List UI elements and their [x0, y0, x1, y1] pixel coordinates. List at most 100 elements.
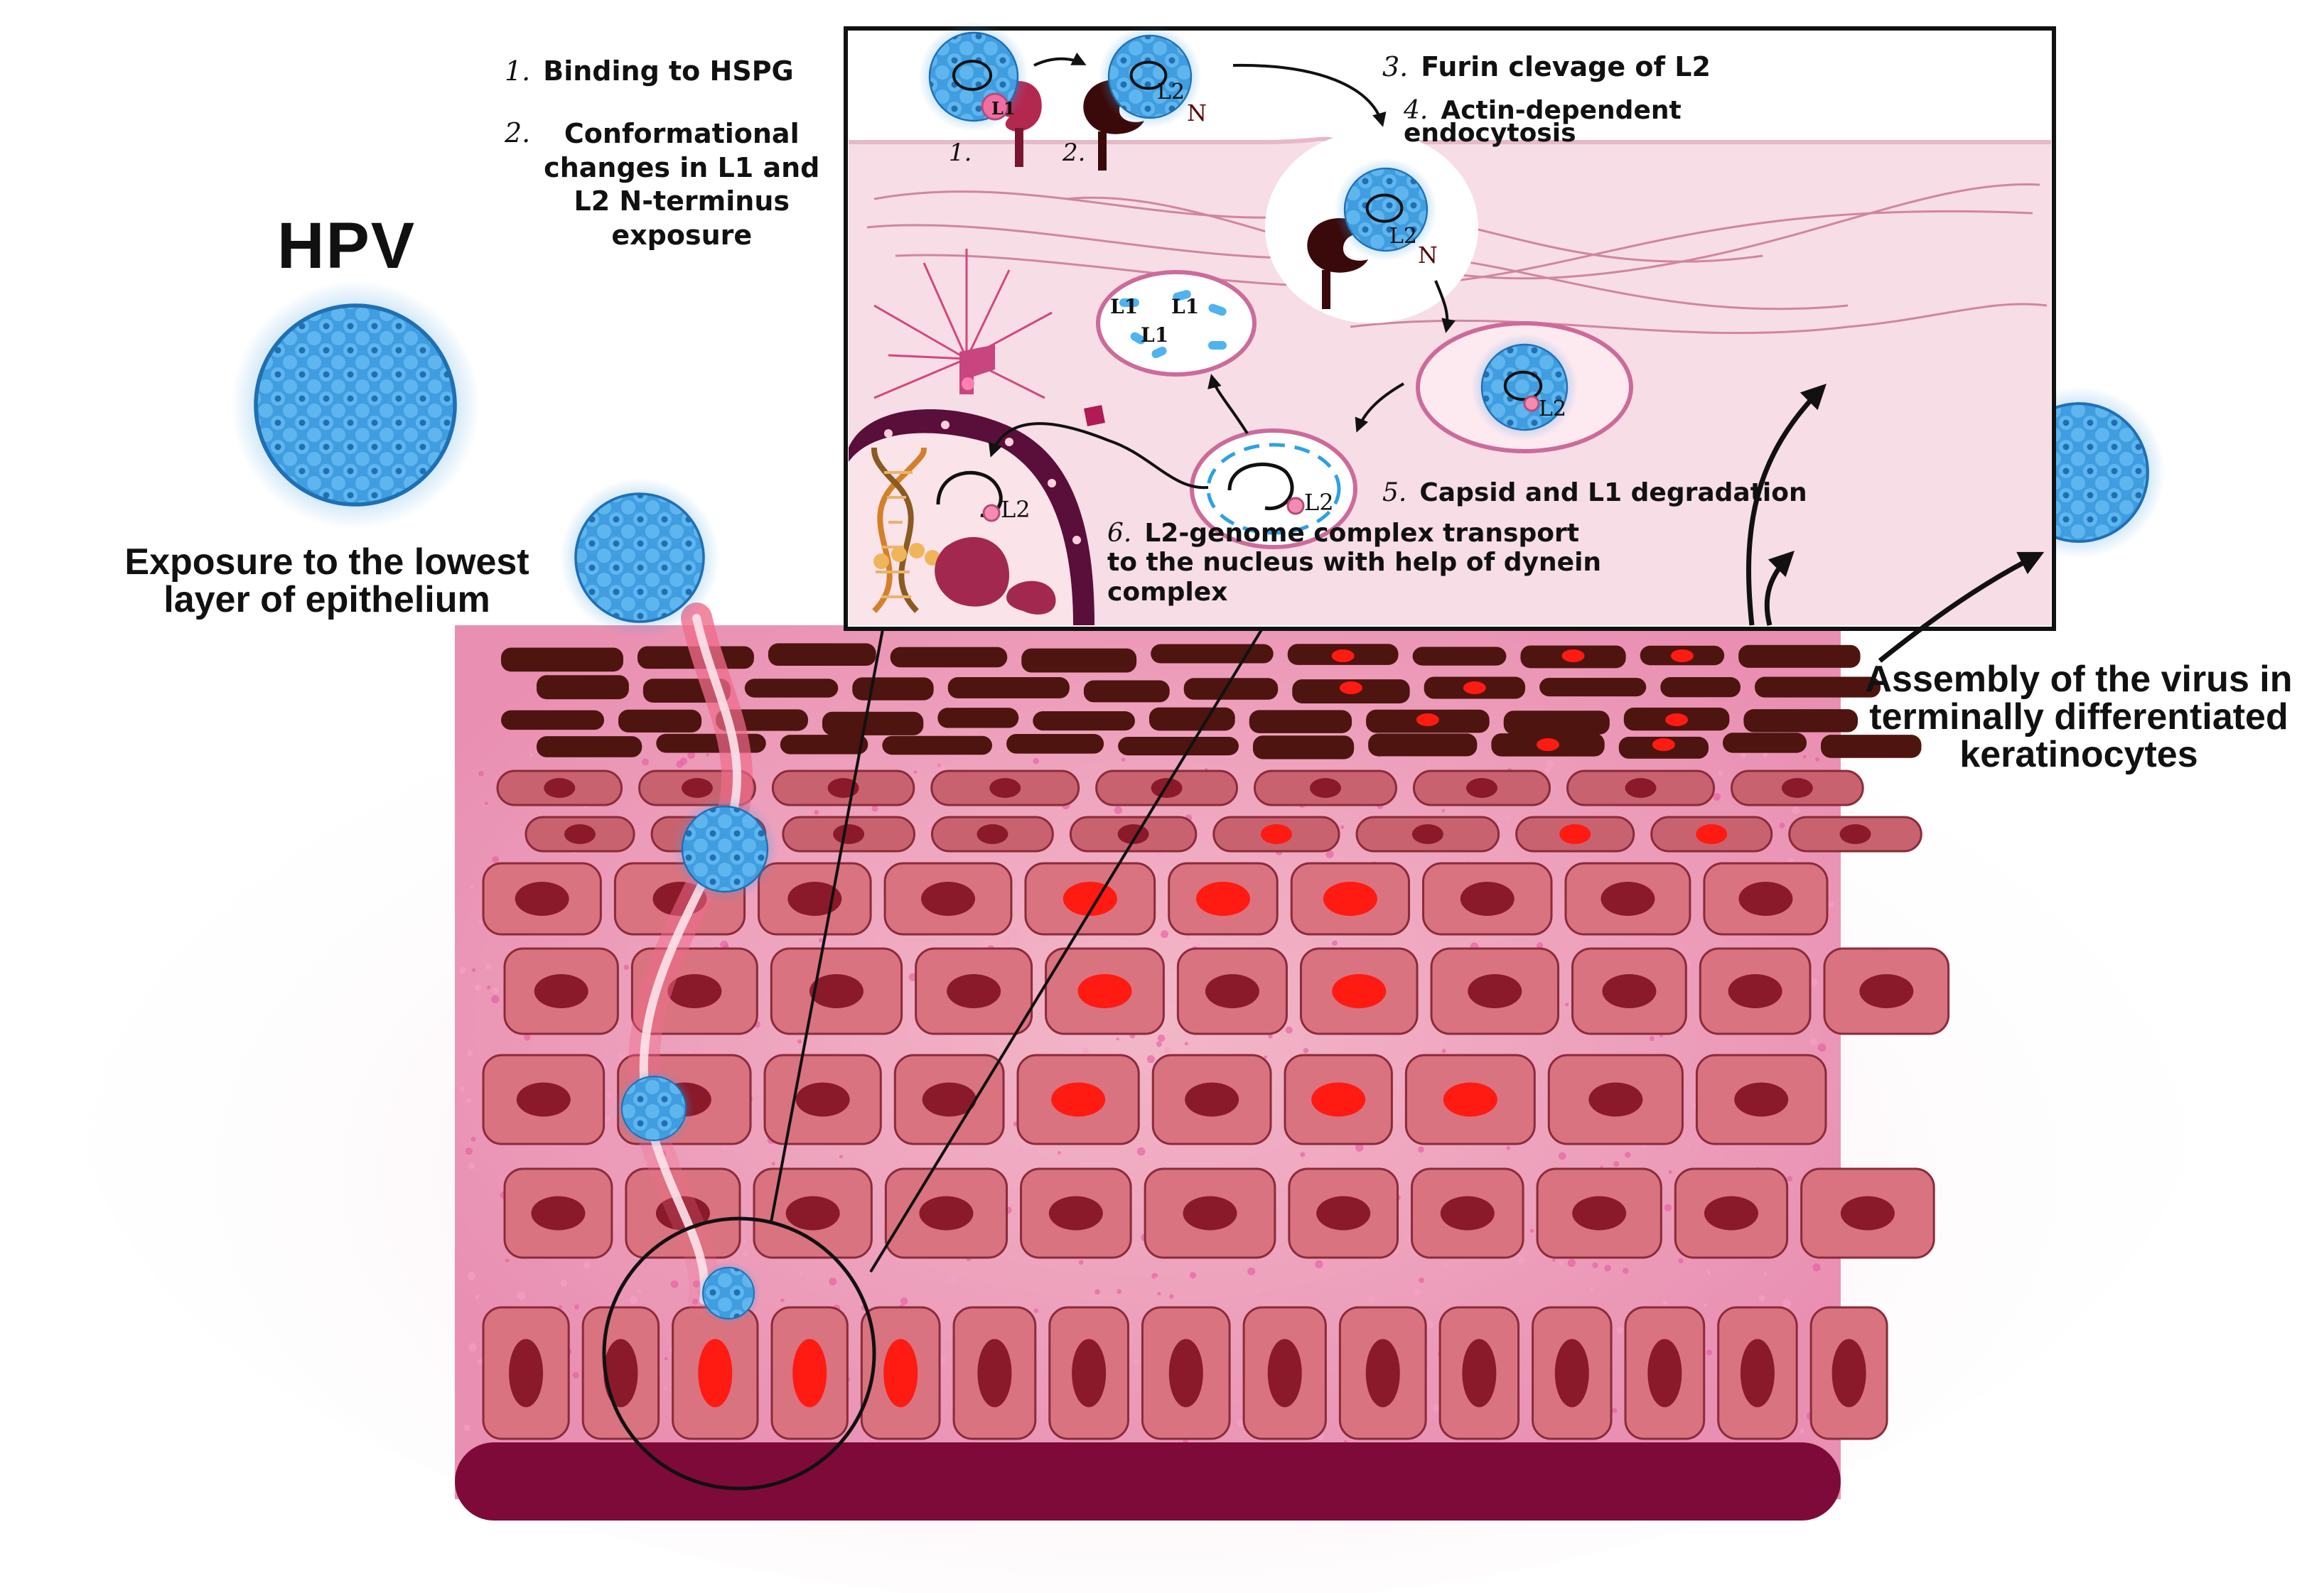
cornified-cell: [1723, 733, 1807, 753]
speckle: [1612, 1408, 1618, 1413]
speckle: [1590, 1287, 1593, 1291]
cell-layers: [482, 643, 1950, 1440]
cornified-cell: [501, 710, 605, 730]
speckle: [475, 1295, 480, 1299]
speckle: [1117, 1289, 1122, 1294]
speckle: [1649, 1036, 1655, 1042]
speckle: [1010, 1165, 1016, 1172]
hpv-virion-icon: [231, 281, 480, 529]
arrow-icon: [1764, 551, 1795, 626]
speckle: [560, 1280, 567, 1287]
speckle: [1679, 860, 1684, 865]
speckle: [1558, 1260, 1564, 1266]
cornified-cell: [1539, 677, 1647, 697]
speckle: [1012, 930, 1019, 937]
speckle: [1546, 760, 1554, 768]
speckle: [1332, 940, 1338, 946]
cornified-cell: [937, 708, 1019, 728]
arrow-icon: [1746, 384, 1827, 626]
speckle: [664, 1386, 668, 1390]
speckle: [1164, 1047, 1171, 1054]
speckle: [949, 1275, 957, 1283]
speckle: [1136, 1147, 1146, 1156]
speckle: [1033, 757, 1040, 765]
speckle: [1787, 1176, 1793, 1182]
speckle: [1441, 809, 1446, 812]
nucleus: [795, 1082, 850, 1117]
speckle: [468, 1162, 475, 1170]
cornified-cell: [1083, 680, 1170, 703]
speckle: [478, 1359, 484, 1365]
speckle: [1809, 1037, 1817, 1046]
speckle: [1613, 1161, 1620, 1167]
speckle: [1094, 1289, 1100, 1295]
l1-fragment-label-b: L1: [1171, 295, 1200, 318]
nucleus: [1740, 1339, 1775, 1408]
infected-nucleus: [1652, 738, 1675, 751]
arrow-icon: [1434, 280, 1456, 333]
speckle: [606, 1092, 612, 1098]
speckle: [583, 1261, 591, 1269]
infected-nucleus: [1416, 713, 1439, 726]
hpv-virion-icon: [613, 1068, 694, 1149]
nucleus: [534, 974, 588, 1008]
exposure-caption: Exposure to the lowest layer of epitheli…: [124, 541, 529, 621]
nucleolus: [935, 536, 1009, 607]
speckle: [1355, 1143, 1364, 1152]
cornified-cell: [744, 679, 839, 698]
l2-label-endocytosis: L2: [1389, 224, 1418, 249]
speckle: [1537, 942, 1544, 949]
speckle: [1349, 812, 1355, 818]
speckle: [1565, 1002, 1569, 1007]
speckle: [1616, 1327, 1624, 1334]
infected-nucleus: [1077, 974, 1132, 1008]
speckle: [572, 1371, 579, 1378]
nucleus: [919, 1196, 974, 1231]
infected-nucleus: [1561, 649, 1585, 662]
nucleus: [1316, 1196, 1371, 1231]
infected-nucleus: [1311, 1082, 1366, 1117]
cornified-cell: [1118, 736, 1239, 756]
speckle: [1550, 786, 1554, 789]
speckle: [1116, 1037, 1119, 1041]
l2-label-nucleus: L2: [1001, 496, 1031, 523]
nucleus: [989, 778, 1021, 798]
speckle: [493, 987, 500, 994]
nucleus: [1072, 1339, 1107, 1408]
speckle: [478, 771, 484, 777]
speckle: [1758, 1295, 1765, 1302]
speckle: [687, 1050, 692, 1054]
cornified-cell: [1249, 710, 1352, 733]
nucleus: [1048, 1196, 1103, 1231]
step-4-label: 4.Actin-dependent endocytosis: [1404, 96, 1682, 148]
epithelium-tissue: [455, 625, 1950, 1521]
speckle: [1604, 1265, 1611, 1272]
marker-2-label: 2.: [1063, 139, 1086, 167]
infected-nucleus: [1195, 882, 1250, 916]
speckle: [1445, 1045, 1451, 1051]
hpv-virion-icon: [672, 796, 778, 902]
speckle: [1803, 755, 1807, 759]
speckle: [679, 757, 688, 765]
hpv-virion-icon: [559, 477, 720, 638]
speckle: [1782, 1300, 1792, 1308]
l2-label-uncoating: L2: [1304, 489, 1334, 516]
speckle: [1529, 1228, 1534, 1233]
speckle: [467, 1050, 473, 1057]
zoom-line-left: [770, 617, 886, 1223]
speckle: [470, 1136, 476, 1142]
cornified-cell: [890, 647, 1008, 668]
speckle: [670, 1280, 679, 1288]
speckle: [459, 1086, 466, 1092]
speckle: [474, 984, 482, 991]
speckle: [1678, 1258, 1684, 1264]
infected-nucleus: [1696, 824, 1728, 844]
speckle: [1713, 793, 1721, 801]
speckle: [1718, 770, 1723, 776]
speckle: [925, 821, 932, 829]
nucleus: [787, 882, 842, 916]
dynein-head: [962, 377, 974, 390]
virion-capsid: [621, 1076, 687, 1141]
nucleus: [1554, 1339, 1589, 1408]
speckle: [1506, 816, 1510, 821]
